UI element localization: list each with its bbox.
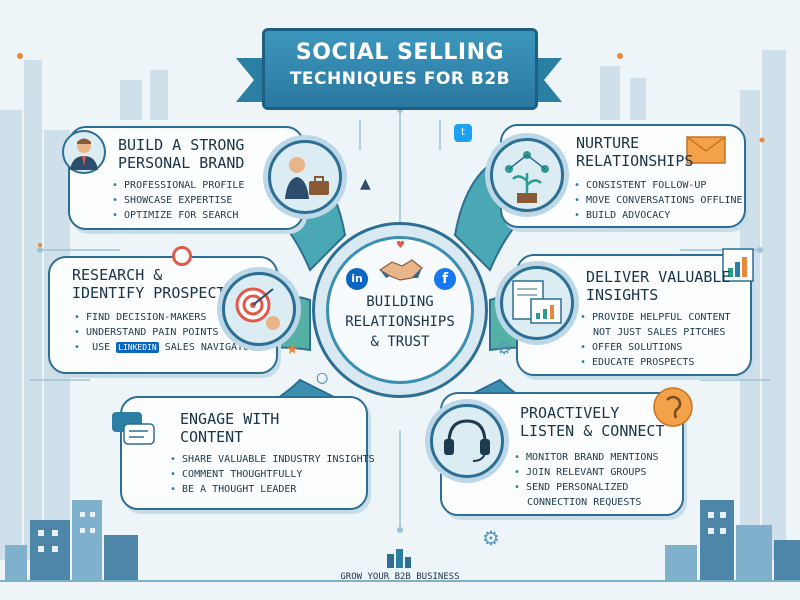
icon-circle-research <box>222 272 296 346</box>
hub-label-line-2: RELATIONSHIPS <box>345 314 455 330</box>
list-item: EDUCATE PROSPECTS <box>580 355 731 370</box>
icon-circle-nurture <box>490 138 564 212</box>
title-line: BUILD A STRONG <box>118 136 245 154</box>
ear-icon <box>652 386 694 432</box>
card-listen-list: MONITOR BRAND MENTIONS JOIN RELEVANT GRO… <box>514 450 658 510</box>
list-item: USE Linkedin SALES NAVIGATOR <box>74 340 255 355</box>
list-item: SEND PERSONALIZED <box>514 480 658 495</box>
list-item: PROFESSIONAL PROFILE <box>112 178 244 193</box>
linkedin-icon: in <box>346 268 368 290</box>
list-item: FIND DECISION-MAKERS <box>74 310 255 325</box>
card-deliver-title: DELIVER VALUABLE INSIGHTS <box>586 268 731 304</box>
card-research-list: FIND DECISION-MAKERS UNDERSTAND PAIN POI… <box>74 310 255 355</box>
list-item: UNDERSTAND PAIN POINTS <box>74 325 255 340</box>
hub-inner-ring <box>326 236 474 384</box>
chart-icon <box>512 280 562 324</box>
target-icon <box>172 246 192 266</box>
title-line: CONTENT <box>180 428 244 446</box>
handshake-icon <box>378 259 423 281</box>
hub-label-line-3: & TRUST <box>370 334 430 350</box>
title-line-2: TECHNIQUES FOR B2B <box>289 69 511 89</box>
icon-circle-brand <box>268 140 342 214</box>
heart-icon: ♥ <box>396 240 405 251</box>
title-line-1: SOCIAL SELLING <box>295 40 505 65</box>
list-item: OPTIMIZE FOR SEARCH <box>112 208 244 223</box>
title-line: ENGAGE WITH <box>180 410 280 428</box>
hub-label: BUILDING RELATIONSHIPS & TRUST <box>330 292 470 352</box>
envelope-icon <box>686 136 726 168</box>
title-line: RESEARCH & <box>72 266 163 284</box>
list-item: COMMENT THOUGHTFULLY <box>170 467 375 482</box>
title-line: PERSONAL BRAND <box>118 154 245 172</box>
target-icon <box>235 287 280 330</box>
card-listen-title: PROACTIVELY LISTEN & CONNECT <box>520 404 665 440</box>
chart-icon <box>722 248 754 286</box>
facebook-icon: f <box>434 268 456 290</box>
list-item: PROVIDE HELPFUL CONTENT <box>580 310 730 325</box>
linkedin-logo-in: in <box>147 343 157 352</box>
list-item: SHARE VALUABLE INDUSTRY INSIGHTS <box>170 452 375 467</box>
star-icon: ★ <box>286 342 299 358</box>
footer-tagline: GROW YOUR B2B BUSINESS <box>340 572 460 582</box>
gear-icon: ⚙ <box>482 526 500 550</box>
list-item: BE A THOUGHT LEADER <box>170 482 375 497</box>
search-icon: ○ <box>316 370 329 386</box>
linkedin-logo-text: Linked <box>118 343 148 352</box>
list-item: MONITOR BRAND MENTIONS <box>514 450 658 465</box>
graduation-cap-icon: ▲ <box>360 176 371 192</box>
linkedin-logo: Linkedin <box>116 342 159 353</box>
card-nurture-list: CONSISTENT FOLLOW-UP MOVE CONVERSATIONS … <box>574 178 743 223</box>
ground-line <box>0 580 800 582</box>
list-item-suffix: SALES NAVIGATOR <box>164 342 256 353</box>
list-item-prefix: USE <box>92 342 111 353</box>
card-personal-brand-title: BUILD A STRONG PERSONAL BRAND <box>118 136 244 172</box>
title-line: DELIVER VALUABLE <box>586 268 731 286</box>
list-item: OFFER SOLUTIONS <box>580 340 731 355</box>
headset-icon <box>444 419 490 462</box>
list-item: BUILD ADVOCACY <box>574 208 743 223</box>
list-item: NOT JUST SALES PITCHES <box>593 327 726 338</box>
card-personal-brand-list: PROFESSIONAL PROFILE SHOWCASE EXPERTISE … <box>112 178 244 223</box>
list-item: MOVE CONVERSATIONS OFFLINE <box>574 193 743 208</box>
card-engage-list: SHARE VALUABLE INDUSTRY INSIGHTS COMMENT… <box>170 452 375 497</box>
avatar-icon <box>62 130 106 174</box>
title-line: IDENTIFY PROSPECTS <box>72 284 235 302</box>
card-deliver-list: PROVIDE HELPFUL CONTENT NOT JUST SALES P… <box>580 310 731 370</box>
city-icon <box>386 548 412 572</box>
card-research-title: RESEARCH & IDENTIFY PROSPECTS <box>72 266 235 302</box>
title-line: LISTEN & CONNECT <box>520 422 665 440</box>
briefcase-person-icon <box>285 157 329 199</box>
card-nurture-title: NURTURE RELATIONSHIPS <box>576 134 693 170</box>
list-item: CONNECTION REQUESTS <box>527 497 642 508</box>
title-line: PROACTIVELY <box>520 404 620 422</box>
chat-bubble-icon <box>108 408 160 448</box>
list-item: CONSISTENT FOLLOW-UP <box>574 178 743 193</box>
network-plant-icon <box>505 151 549 203</box>
title-line: INSIGHTS <box>586 286 659 304</box>
title-line: RELATIONSHIPS <box>576 152 694 170</box>
list-item: JOIN RELEVANT GROUPS <box>514 465 658 480</box>
title-banner: SOCIAL SELLING TECHNIQUES FOR B2B <box>262 28 538 110</box>
twitter-icon: t <box>454 124 472 142</box>
gear-icon: ⚙ <box>496 338 513 359</box>
card-engage-title: ENGAGE WITH CONTENT <box>180 410 279 446</box>
businessman-icon <box>70 138 98 170</box>
icon-circle-listen <box>430 404 504 478</box>
hub-label-line-1: BUILDING <box>366 294 434 310</box>
list-item: SHOWCASE EXPERTISE <box>112 193 244 208</box>
icon-circle-deliver <box>500 266 574 340</box>
title-line: NURTURE <box>576 134 640 152</box>
